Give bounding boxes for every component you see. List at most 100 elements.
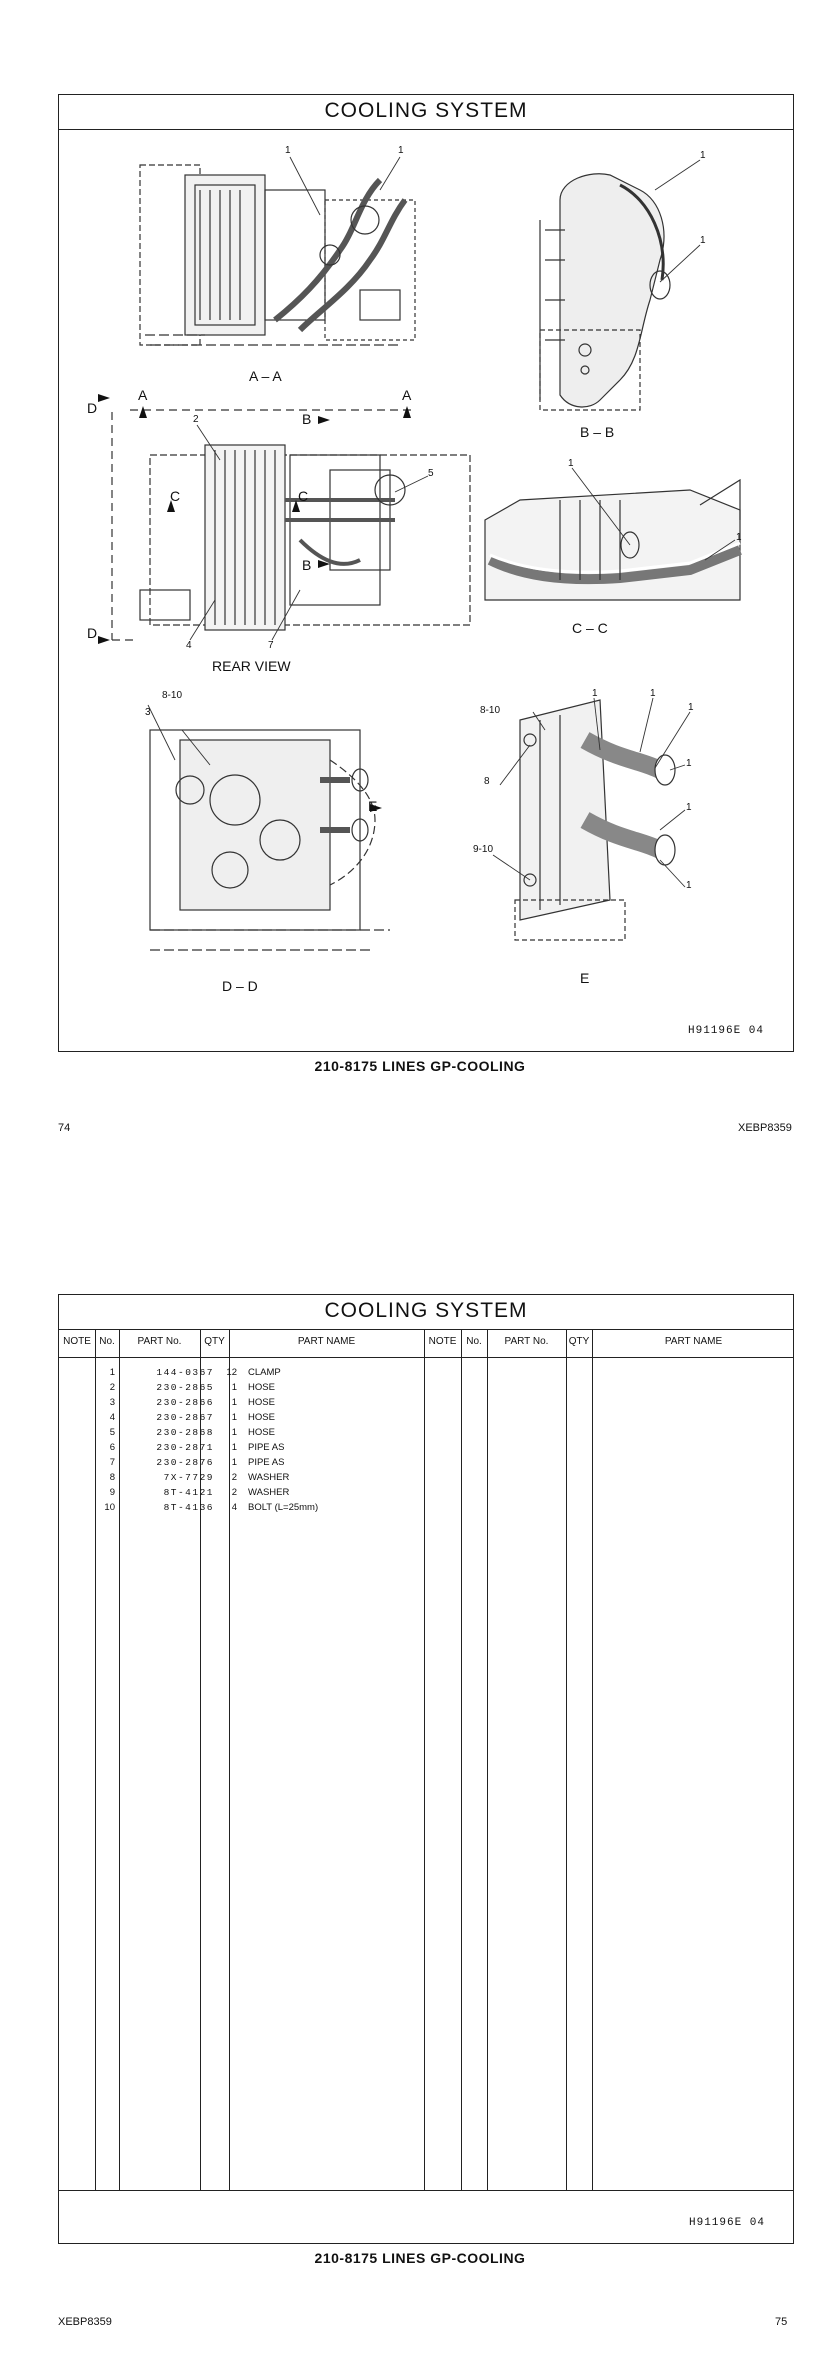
view-aa-drawing — [139, 164, 416, 346]
col-divider — [424, 1329, 425, 2190]
row-part-no: 144-0367 — [156, 1367, 214, 1378]
callout-1: 1 — [686, 758, 692, 769]
table-row: 10 8T-4136 4 BOLT (L=25mm) — [59, 1500, 424, 1515]
col-divider — [566, 1329, 567, 2190]
callout-8-10: 8-10 — [162, 690, 183, 701]
row-part-name: WASHER — [248, 1472, 290, 1483]
header-part-no: PART No. — [137, 1336, 182, 1347]
footer-rule — [59, 2190, 793, 2191]
row-part-name: HOSE — [248, 1382, 275, 1393]
row-no: 10 — [104, 1502, 115, 1513]
table-row: 1 144-0367 12 CLAMP — [59, 1365, 424, 1380]
view-cc-drawing — [484, 478, 742, 601]
table-row: 3 230-2866 1 HOSE — [59, 1395, 424, 1410]
section-letter-d-bottom: D — [87, 625, 98, 641]
row-part-no: 7X-7729 — [163, 1472, 214, 1483]
col-divider — [119, 1329, 120, 2190]
row-qty: 1 — [231, 1427, 237, 1438]
view-bb-drawing — [539, 173, 671, 411]
callout-1: 1 — [686, 880, 692, 891]
header-part-no: PART No. — [504, 1336, 549, 1347]
leader-lines — [147, 156, 736, 888]
callout-9-10: 9-10 — [473, 844, 494, 855]
row-no: 1 — [109, 1367, 115, 1378]
col-divider — [487, 1329, 488, 2190]
callout-1: 1 — [592, 688, 598, 699]
view-label-rear: REAR VIEW — [212, 658, 291, 674]
callout-7: 7 — [268, 640, 274, 651]
section-letter-c-right: C — [298, 488, 309, 504]
row-qty: 12 — [226, 1367, 237, 1378]
callout-4: 4 — [186, 640, 192, 651]
row-part-no: 230-2866 — [156, 1397, 214, 1408]
page-number: 75 — [775, 2316, 788, 2328]
callout-1: 1 — [700, 235, 706, 246]
table-row: 8 7X-7729 2 WASHER — [59, 1470, 424, 1485]
callout-1: 1 — [398, 145, 404, 156]
row-no: 8 — [109, 1472, 115, 1483]
page75-caption: 210-8175 LINES GP-COOLING — [314, 2250, 526, 2266]
page74-frame: COOLING SYSTEM — [58, 94, 794, 1052]
header-no: No. — [99, 1336, 115, 1347]
header-note: NOTE — [63, 1336, 91, 1347]
col-divider — [95, 1329, 96, 2190]
section-letter-a-right: A — [402, 387, 412, 403]
engine-diagram-drawings — [98, 156, 742, 951]
row-qty: 1 — [231, 1457, 237, 1468]
section-lines — [111, 409, 415, 641]
view-label-cc: C – C — [572, 620, 608, 636]
row-qty: 4 — [231, 1502, 237, 1513]
row-part-name: CLAMP — [248, 1367, 281, 1378]
row-qty: 1 — [231, 1412, 237, 1423]
callout-8-10: 8-10 — [480, 705, 501, 716]
row-part-name: BOLT (L=25mm) — [248, 1502, 319, 1513]
callout-8: 8 — [484, 776, 490, 787]
row-part-no: 230-2865 — [156, 1382, 214, 1393]
title-rule — [59, 1329, 793, 1330]
table-row: 2 230-2865 1 HOSE — [59, 1380, 424, 1395]
row-part-no: 8T-4121 — [163, 1487, 214, 1498]
header-part-name: PART NAME — [297, 1336, 356, 1347]
view-label-bb: B – B — [580, 424, 615, 440]
header-no: No. — [466, 1336, 482, 1347]
doc-code: XEBP8359 — [738, 1122, 792, 1134]
callout-1: 1 — [568, 458, 574, 469]
header-qty: QTY — [568, 1336, 590, 1347]
drawing-code: H91196E 04 — [689, 2217, 766, 2229]
section-letter-e: E — [368, 798, 378, 814]
callout-1: 1 — [688, 702, 694, 713]
section-letter-b-top: B — [302, 411, 312, 427]
callout-1: 1 — [650, 688, 656, 699]
drawing-code: H91196E 04 — [688, 1025, 765, 1037]
callout-3: 3 — [145, 707, 151, 718]
section-letter-a-left: A — [138, 387, 148, 403]
header-note: NOTE — [428, 1336, 457, 1347]
section-letter-b-bottom: B — [302, 557, 312, 573]
table-row: 7 230-2876 1 PIPE AS — [59, 1455, 424, 1470]
row-part-name: PIPE AS — [248, 1442, 285, 1453]
col-divider — [200, 1329, 201, 2190]
view-e-drawing — [514, 699, 676, 941]
row-no: 9 — [109, 1487, 115, 1498]
callout-1: 1 — [686, 802, 692, 813]
section-arrows — [98, 394, 411, 812]
section-letter-d-top: D — [87, 400, 98, 416]
header-part-name: PART NAME — [664, 1336, 723, 1347]
page-number: 74 — [58, 1122, 71, 1134]
doc-code: XEBP8359 — [58, 2316, 112, 2328]
view-dd-drawing — [149, 729, 390, 951]
callout-5: 5 — [428, 468, 434, 479]
row-no: 4 — [109, 1412, 115, 1423]
section-letter-c-left: C — [170, 488, 181, 504]
header-qty: QTY — [204, 1336, 225, 1347]
page75-title: COOLING SYSTEM — [324, 1299, 528, 1322]
header-rule — [59, 1357, 793, 1358]
row-part-no: 230-2868 — [156, 1427, 214, 1438]
row-qty: 1 — [231, 1442, 237, 1453]
view-label-dd: D – D — [222, 978, 258, 994]
page75-frame: COOLING SYSTEM NOTE No. PART No. QTY PAR… — [58, 1294, 794, 2244]
row-part-name: HOSE — [248, 1412, 275, 1423]
row-part-name: HOSE — [248, 1427, 275, 1438]
row-part-no: 230-2876 — [156, 1457, 214, 1468]
callout-1: 1 — [736, 532, 742, 543]
